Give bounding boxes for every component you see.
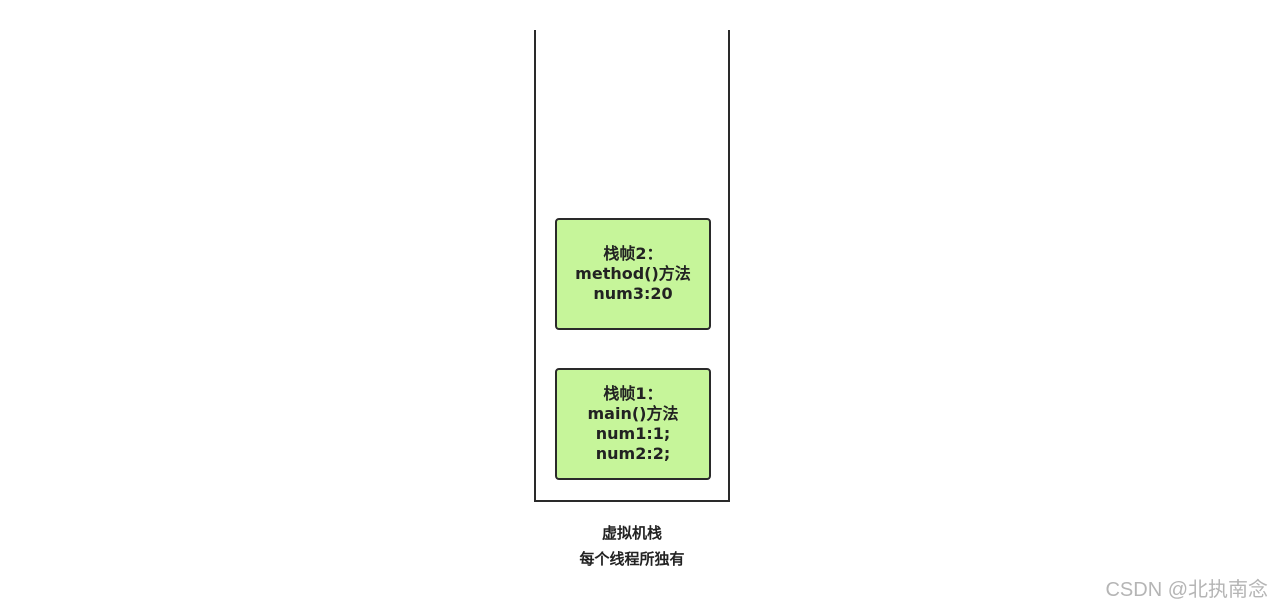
stack-frame-1-var-num1: num1:1; bbox=[595, 424, 671, 443]
stack-frame-1-var-num2: num2:2; bbox=[595, 444, 671, 463]
watermark: CSDN @北执南念 bbox=[1105, 579, 1268, 601]
stack-frame-2-var-num3: num3:20 bbox=[593, 284, 673, 303]
jvm-stack-container: 栈帧2： method()方法 num3:20 栈帧1： main()方法 nu… bbox=[534, 30, 730, 502]
stack-frame-1: 栈帧1： main()方法 num1:1; num2:2; bbox=[555, 368, 711, 480]
stack-frame-2: 栈帧2： method()方法 num3:20 bbox=[555, 218, 711, 330]
stack-frame-1-method: main()方法 bbox=[587, 404, 679, 423]
stack-frame-2-method: method()方法 bbox=[575, 264, 691, 283]
stack-frame-2-title: 栈帧2： bbox=[603, 244, 663, 263]
stack-caption-subtitle: 每个线程所独有 bbox=[579, 550, 685, 568]
stack-caption-title: 虚拟机栈 bbox=[601, 524, 662, 542]
stack-frame-1-title: 栈帧1： bbox=[603, 384, 663, 403]
